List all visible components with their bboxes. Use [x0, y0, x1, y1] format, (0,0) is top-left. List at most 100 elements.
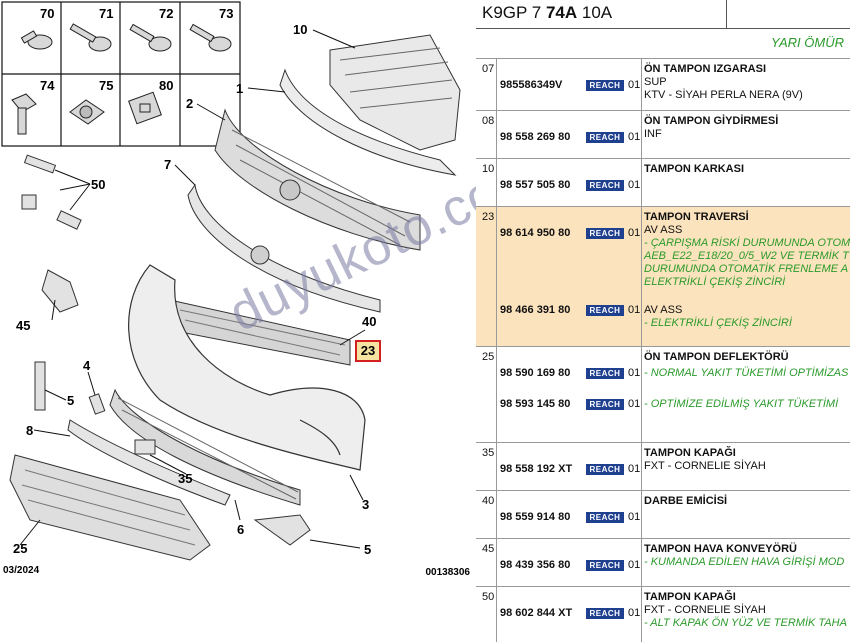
- part-description: FXT - CORNELIE SİYAH: [644, 604, 766, 616]
- quantity: 01: [628, 131, 641, 143]
- fastener-label-72: 72: [159, 6, 174, 21]
- part-name: ÖN TAMPON GİYDİRMESİ: [644, 115, 779, 127]
- part-note: - ELEKTRİKLİ ÇEKİŞ ZİNCİRİ: [644, 317, 792, 329]
- part-number[interactable]: 98 558 269 80: [500, 131, 571, 143]
- code-prefix: K9GP 7: [482, 3, 542, 22]
- part-name: ÖN TAMPON IZGARASI: [644, 63, 767, 75]
- reference-number: 35: [482, 447, 495, 459]
- fastener-label-75: 75: [99, 78, 114, 93]
- part-number[interactable]: 98 614 950 80: [500, 227, 571, 239]
- part-name: TAMPON KARKASI: [644, 163, 745, 175]
- reference-number: 25: [482, 351, 495, 363]
- callout-7[interactable]: 7: [164, 157, 172, 172]
- part-number[interactable]: 985586349V: [500, 79, 563, 91]
- part-number[interactable]: 98 590 169 80: [500, 367, 571, 379]
- reference-number: 50: [482, 591, 495, 603]
- part-description: KTV - SİYAH PERLA NERA (9V): [644, 89, 803, 101]
- column-divider: [641, 394, 642, 442]
- part-name: TAMPON KAPAĞI: [644, 591, 736, 603]
- reach-badge: REACH: [586, 132, 624, 143]
- quantity: 01: [628, 367, 641, 379]
- fastener-label-73: 73: [219, 6, 234, 21]
- part-note: - KUMANDA EDİLEN HAVA GİRİŞİ MOD: [644, 556, 845, 568]
- callout-10[interactable]: 10: [293, 22, 308, 37]
- reference-number: 07: [482, 63, 495, 75]
- reach-badge: REACH: [586, 560, 624, 571]
- reference-number: 10: [482, 163, 495, 175]
- column-divider: [496, 207, 497, 301]
- reference-number: 45: [482, 543, 495, 555]
- parts-table: K9GP 7 74A 10A YARI ÖMÜR 07 985586349V REA…: [476, 0, 850, 642]
- callout-1[interactable]: 1: [236, 81, 244, 96]
- reach-badge: REACH: [586, 180, 624, 191]
- callout-35[interactable]: 35: [178, 471, 193, 486]
- callout-40[interactable]: 40: [362, 314, 377, 329]
- callout-2[interactable]: 2: [186, 96, 194, 111]
- callout-3[interactable]: 3: [362, 497, 370, 512]
- fastener-label-80: 80: [159, 78, 174, 93]
- vehicle-code: K9GP 7 74A 10A: [482, 3, 612, 23]
- reach-badge: REACH: [586, 80, 624, 91]
- fastener-label-74: 74: [40, 78, 55, 93]
- part-description: SUP: [644, 76, 667, 88]
- column-divider: [496, 539, 497, 587]
- table-header: K9GP 7 74A 10A: [476, 0, 850, 29]
- callout-5-upper[interactable]: 5: [67, 393, 75, 408]
- part-name: ÖN TAMPON DEFLEKTÖRÜ: [644, 351, 789, 363]
- part-number[interactable]: 98 559 914 80: [500, 511, 571, 523]
- column-divider: [496, 443, 497, 491]
- callout-23-highlight[interactable]: 23: [355, 340, 381, 362]
- diagram-date: 03/2024: [3, 565, 40, 576]
- part-number[interactable]: 98 557 505 80: [500, 179, 571, 191]
- reach-badge: REACH: [586, 608, 624, 619]
- quantity: 01: [628, 304, 641, 316]
- reach-badge: REACH: [586, 512, 624, 523]
- quantity: 01: [628, 463, 641, 475]
- callout-4[interactable]: 4: [83, 358, 91, 373]
- part-note: DURUMUNDA OTOMATİK FRENLEME A: [644, 263, 849, 275]
- reach-badge: REACH: [586, 464, 624, 475]
- part-number[interactable]: 98 466 391 80: [500, 304, 571, 316]
- part-number[interactable]: 98 593 145 80: [500, 398, 571, 410]
- code-bold: 74A: [545, 3, 578, 22]
- part-number[interactable]: 98 558 192 XT: [500, 463, 573, 475]
- part-number[interactable]: 98 439 356 80: [500, 559, 571, 571]
- part-number[interactable]: 98 602 844 XT: [500, 607, 573, 619]
- header-divider: [726, 0, 727, 28]
- quantity: 01: [628, 79, 641, 91]
- quantity: 01: [628, 607, 641, 619]
- callout-25[interactable]: 25: [13, 541, 28, 556]
- quantity: 01: [628, 559, 641, 571]
- part-description: AV ASS: [644, 224, 683, 236]
- callout-8[interactable]: 8: [26, 423, 34, 438]
- reach-badge: REACH: [586, 305, 624, 316]
- part-note: ELEKTRİKLİ ÇEKİŞ ZİNCİRİ: [644, 276, 786, 288]
- column-divider: [496, 394, 497, 442]
- part-name: TAMPON HAVA KONVEYÖRÜ: [644, 543, 797, 555]
- callout-6[interactable]: 6: [237, 522, 245, 537]
- reach-badge: REACH: [586, 399, 624, 410]
- column-divider: [641, 443, 642, 491]
- exploded-parts-diagram: 70 71 72 73 74 75 80 10 1 2 7 50 45 40 2…: [1, 1, 470, 578]
- life-label: YARI ÖMÜR: [771, 35, 844, 50]
- callout-5-lower[interactable]: 5: [364, 542, 372, 557]
- column-divider: [641, 347, 642, 395]
- callout-45[interactable]: 45: [16, 318, 31, 333]
- column-divider: [496, 300, 497, 346]
- fastener-label-71: 71: [99, 6, 114, 21]
- callout-50[interactable]: 50: [91, 177, 106, 192]
- reference-number: 23: [482, 211, 495, 223]
- quantity: 01: [628, 227, 641, 239]
- column-divider: [641, 539, 642, 587]
